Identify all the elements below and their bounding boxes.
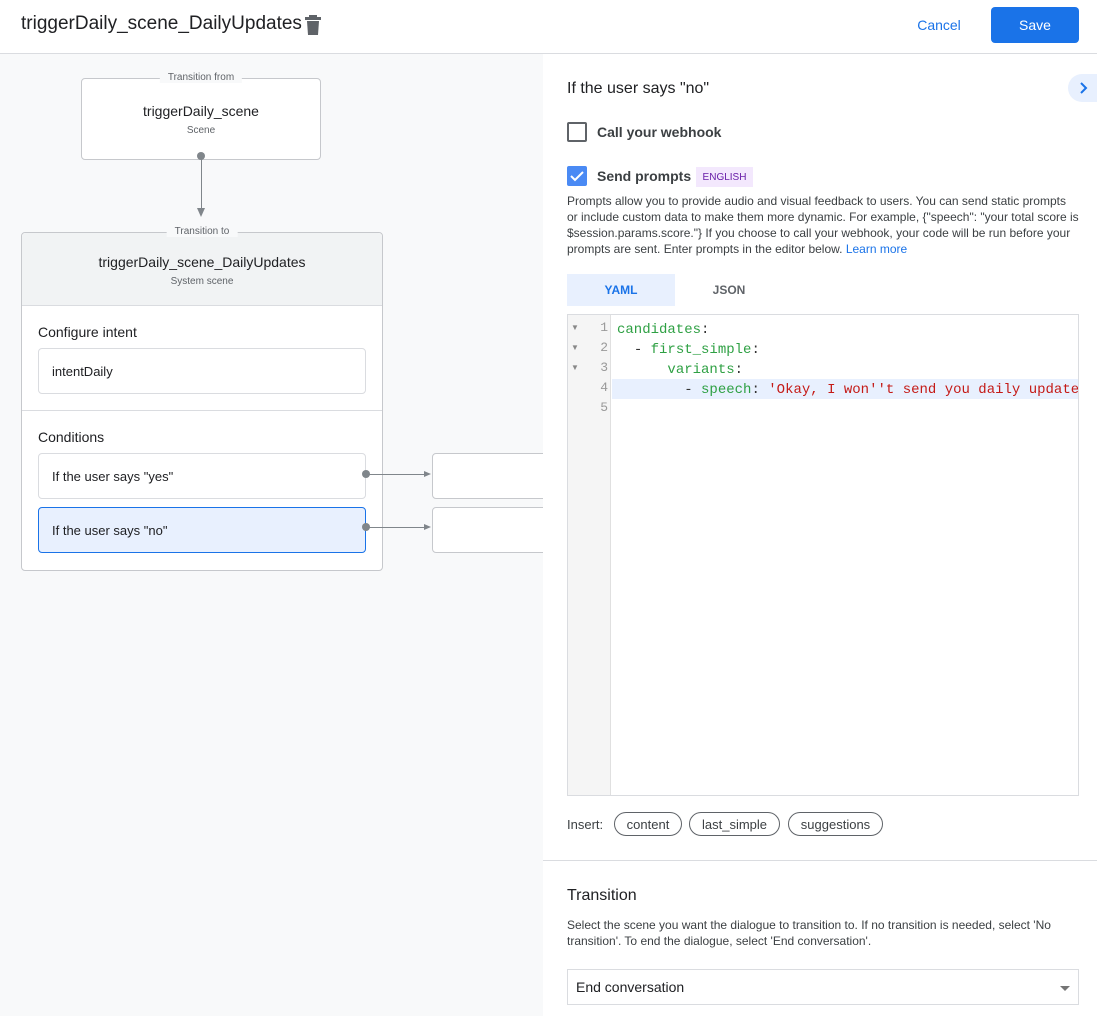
condition-yes[interactable]: If the user says "yes" <box>38 453 366 499</box>
line-number: 1 <box>600 320 608 335</box>
language-badge: ENGLISH <box>696 167 753 187</box>
transition-from-card[interactable]: Transition from triggerDaily_scene Scene <box>81 72 321 160</box>
panel-title: If the user says "no" <box>567 80 710 97</box>
chevron-right-icon <box>1080 82 1088 94</box>
transition-to-card: Transition to triggerDaily_scene_DailyUp… <box>21 226 383 571</box>
cancel-button[interactable]: Cancel <box>917 17 961 33</box>
description-text: Prompts allow you to provide audio and v… <box>567 194 1079 256</box>
target-scene-yes[interactable] <box>432 453 543 499</box>
fold-arrow-icon[interactable]: ▼ <box>571 323 579 332</box>
target-scene-no[interactable] <box>432 507 543 553</box>
scene-canvas: Transition from triggerDaily_scene Scene… <box>0 54 543 1016</box>
page-title: triggerDaily_scene_DailyUpdates <box>21 13 302 34</box>
fold-arrow-icon[interactable]: ▼ <box>571 343 579 352</box>
check-icon <box>570 171 584 182</box>
to-scene-type: System scene <box>170 276 234 287</box>
arrow-right-icon <box>424 471 431 477</box>
editor-gutter <box>568 315 611 795</box>
line-number: 5 <box>600 400 608 415</box>
code-line: - speech: 'Okay, I won''t send you daily… <box>684 382 1079 398</box>
webhook-checkbox[interactable] <box>567 122 587 142</box>
transition-select[interactable]: End conversation <box>567 969 1079 1005</box>
configure-intent-heading: Configure intent <box>38 324 137 340</box>
line-number: 2 <box>600 340 608 355</box>
chip-content[interactable]: content <box>614 812 682 836</box>
learn-more-link[interactable]: Learn more <box>845 242 908 256</box>
send-prompts-checkbox[interactable] <box>567 166 587 186</box>
connector-line <box>201 158 202 208</box>
code-line: variants: <box>667 362 744 378</box>
transition-select-value: End conversation <box>576 979 685 995</box>
from-scene-type: Scene <box>186 125 216 136</box>
tab-yaml[interactable]: YAML <box>567 274 675 306</box>
intent-field[interactable]: intentDaily <box>38 348 366 394</box>
save-button[interactable]: Save <box>991 7 1079 43</box>
chip-last-simple[interactable]: last_simple <box>689 812 780 836</box>
tab-json[interactable]: JSON <box>712 283 746 297</box>
code-editor[interactable]: ▼ 1 candidates: ▼ 2 - first_simple: ▼ 3 varian… <box>567 314 1079 796</box>
arrow-down-icon <box>197 208 205 217</box>
top-bar: triggerDaily_scene_DailyUpdates Cancel S… <box>0 0 1097 54</box>
transition-to-legend: Transition to <box>166 226 238 237</box>
condition-panel <box>543 54 1097 1016</box>
dropdown-arrow-icon <box>1060 986 1070 991</box>
from-scene-name: triggerDaily_scene <box>143 103 259 119</box>
transition-description: Select the scene you want the dialogue t… <box>567 918 1051 948</box>
collapse-panel-button[interactable] <box>1068 74 1097 102</box>
prompts-description: Prompts allow you to provide audio and v… <box>567 193 1079 257</box>
code-line: - first_simple: <box>633 342 760 358</box>
conditions-heading: Conditions <box>38 429 105 445</box>
transition-heading: Transition <box>567 887 637 904</box>
line-number: 3 <box>600 360 608 375</box>
webhook-label: Call your webhook <box>597 124 722 140</box>
connector-line <box>366 474 426 475</box>
active-line-highlight <box>612 379 1078 399</box>
transition-from-legend: Transition from <box>159 72 243 83</box>
chip-suggestions[interactable]: suggestions <box>788 812 883 836</box>
insert-label: Insert: <box>567 817 604 832</box>
condition-no[interactable]: If the user says "no" <box>38 507 366 553</box>
connector-dot <box>197 152 205 160</box>
line-number: 4 <box>600 380 608 395</box>
connector-line <box>366 527 426 528</box>
code-line: candidates: <box>617 322 710 338</box>
to-scene-name: triggerDaily_scene_DailyUpdates <box>98 254 306 270</box>
divider <box>22 410 382 411</box>
fold-arrow-icon[interactable]: ▼ <box>571 363 579 372</box>
divider <box>543 860 1097 861</box>
arrow-right-icon <box>424 524 431 530</box>
send-prompts-label: Send prompts <box>597 168 692 184</box>
trash-icon[interactable] <box>304 14 322 36</box>
